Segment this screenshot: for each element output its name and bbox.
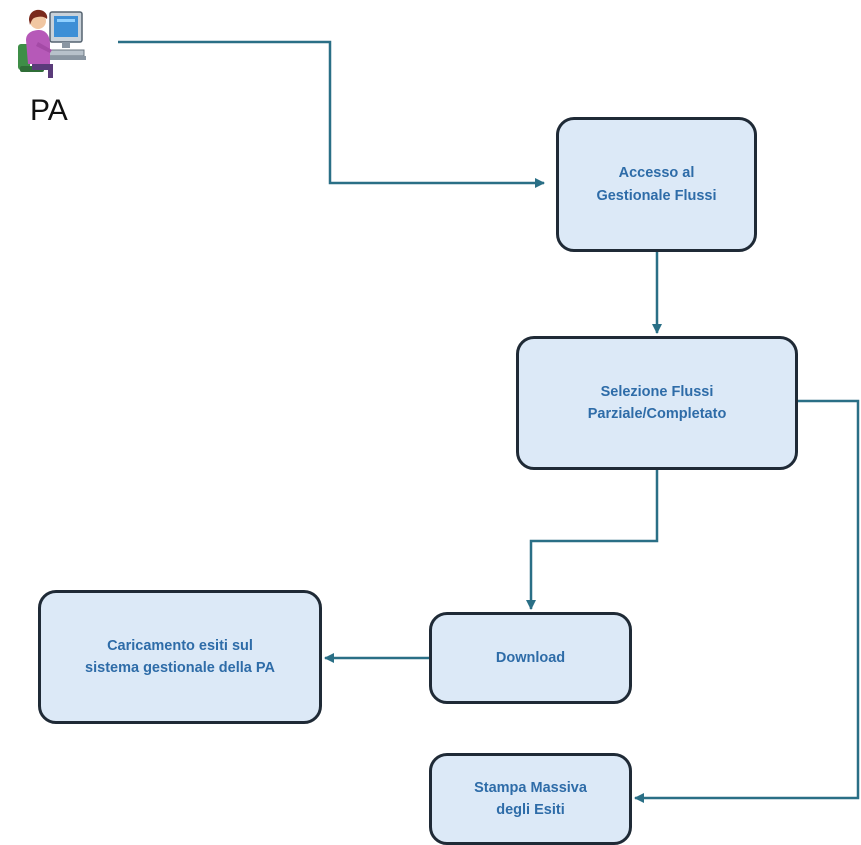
node-stampa-massiva: Stampa Massiva degli Esiti	[429, 753, 632, 845]
edge-selezione-to-download	[526, 470, 659, 610]
edge-selezione-to-stampa	[634, 399, 860, 803]
edges-group	[118, 40, 860, 803]
node-download: Download	[429, 612, 632, 704]
actor-label: PA	[30, 94, 68, 127]
node-accesso-gestionale: Accesso al Gestionale Flussi	[556, 117, 757, 252]
node-stampa-label: Stampa Massiva degli Esiti	[474, 779, 587, 818]
node-selezione-flussi: Selezione Flussi Parziale/Completato	[516, 336, 798, 470]
node-caricamento-esiti: Caricamento esiti sul sistema gestionale…	[38, 590, 322, 724]
node-accesso-label: Accesso al Gestionale Flussi	[596, 165, 717, 204]
node-download-label: Download	[495, 649, 566, 666]
edge-pa-to-accesso	[118, 40, 545, 188]
person-at-computer-icon	[8, 4, 88, 84]
node-caricamento-label: Caricamento esiti sul sistema gestionale…	[85, 637, 275, 676]
node-selezione-label: Selezione Flussi Parziale/Completato	[587, 383, 727, 422]
